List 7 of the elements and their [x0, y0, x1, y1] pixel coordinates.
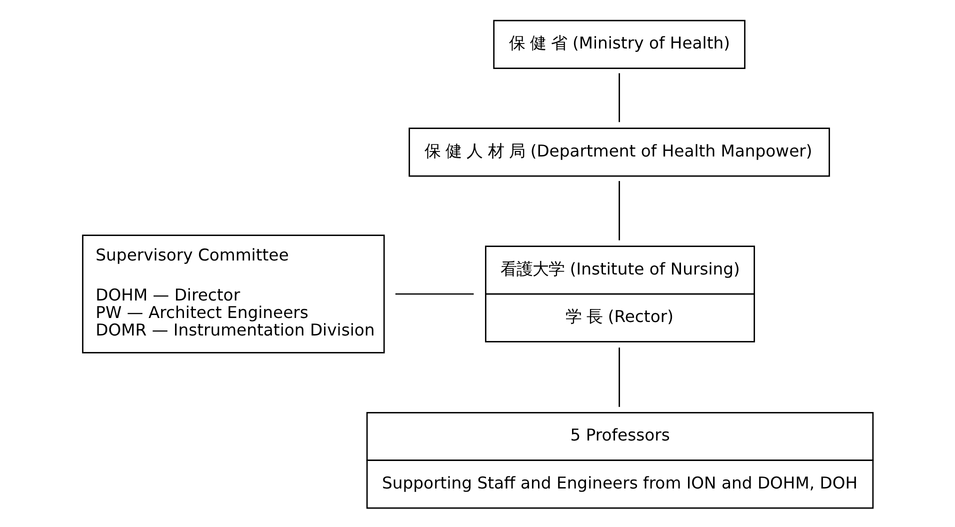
connector: [395, 292, 474, 294]
node-box: 保 健 人 材 局 (Department of Health Manpower): [408, 127, 830, 176]
connector: [618, 347, 620, 406]
node-box: 保 健 省 (Ministry of Health): [493, 19, 746, 68]
node-box: Supervisory Committee DOHM — Director PW — Architect Engineers DOMR — Instrumentation Division: [82, 234, 385, 353]
connector: [618, 72, 620, 122]
connector: [618, 180, 620, 240]
